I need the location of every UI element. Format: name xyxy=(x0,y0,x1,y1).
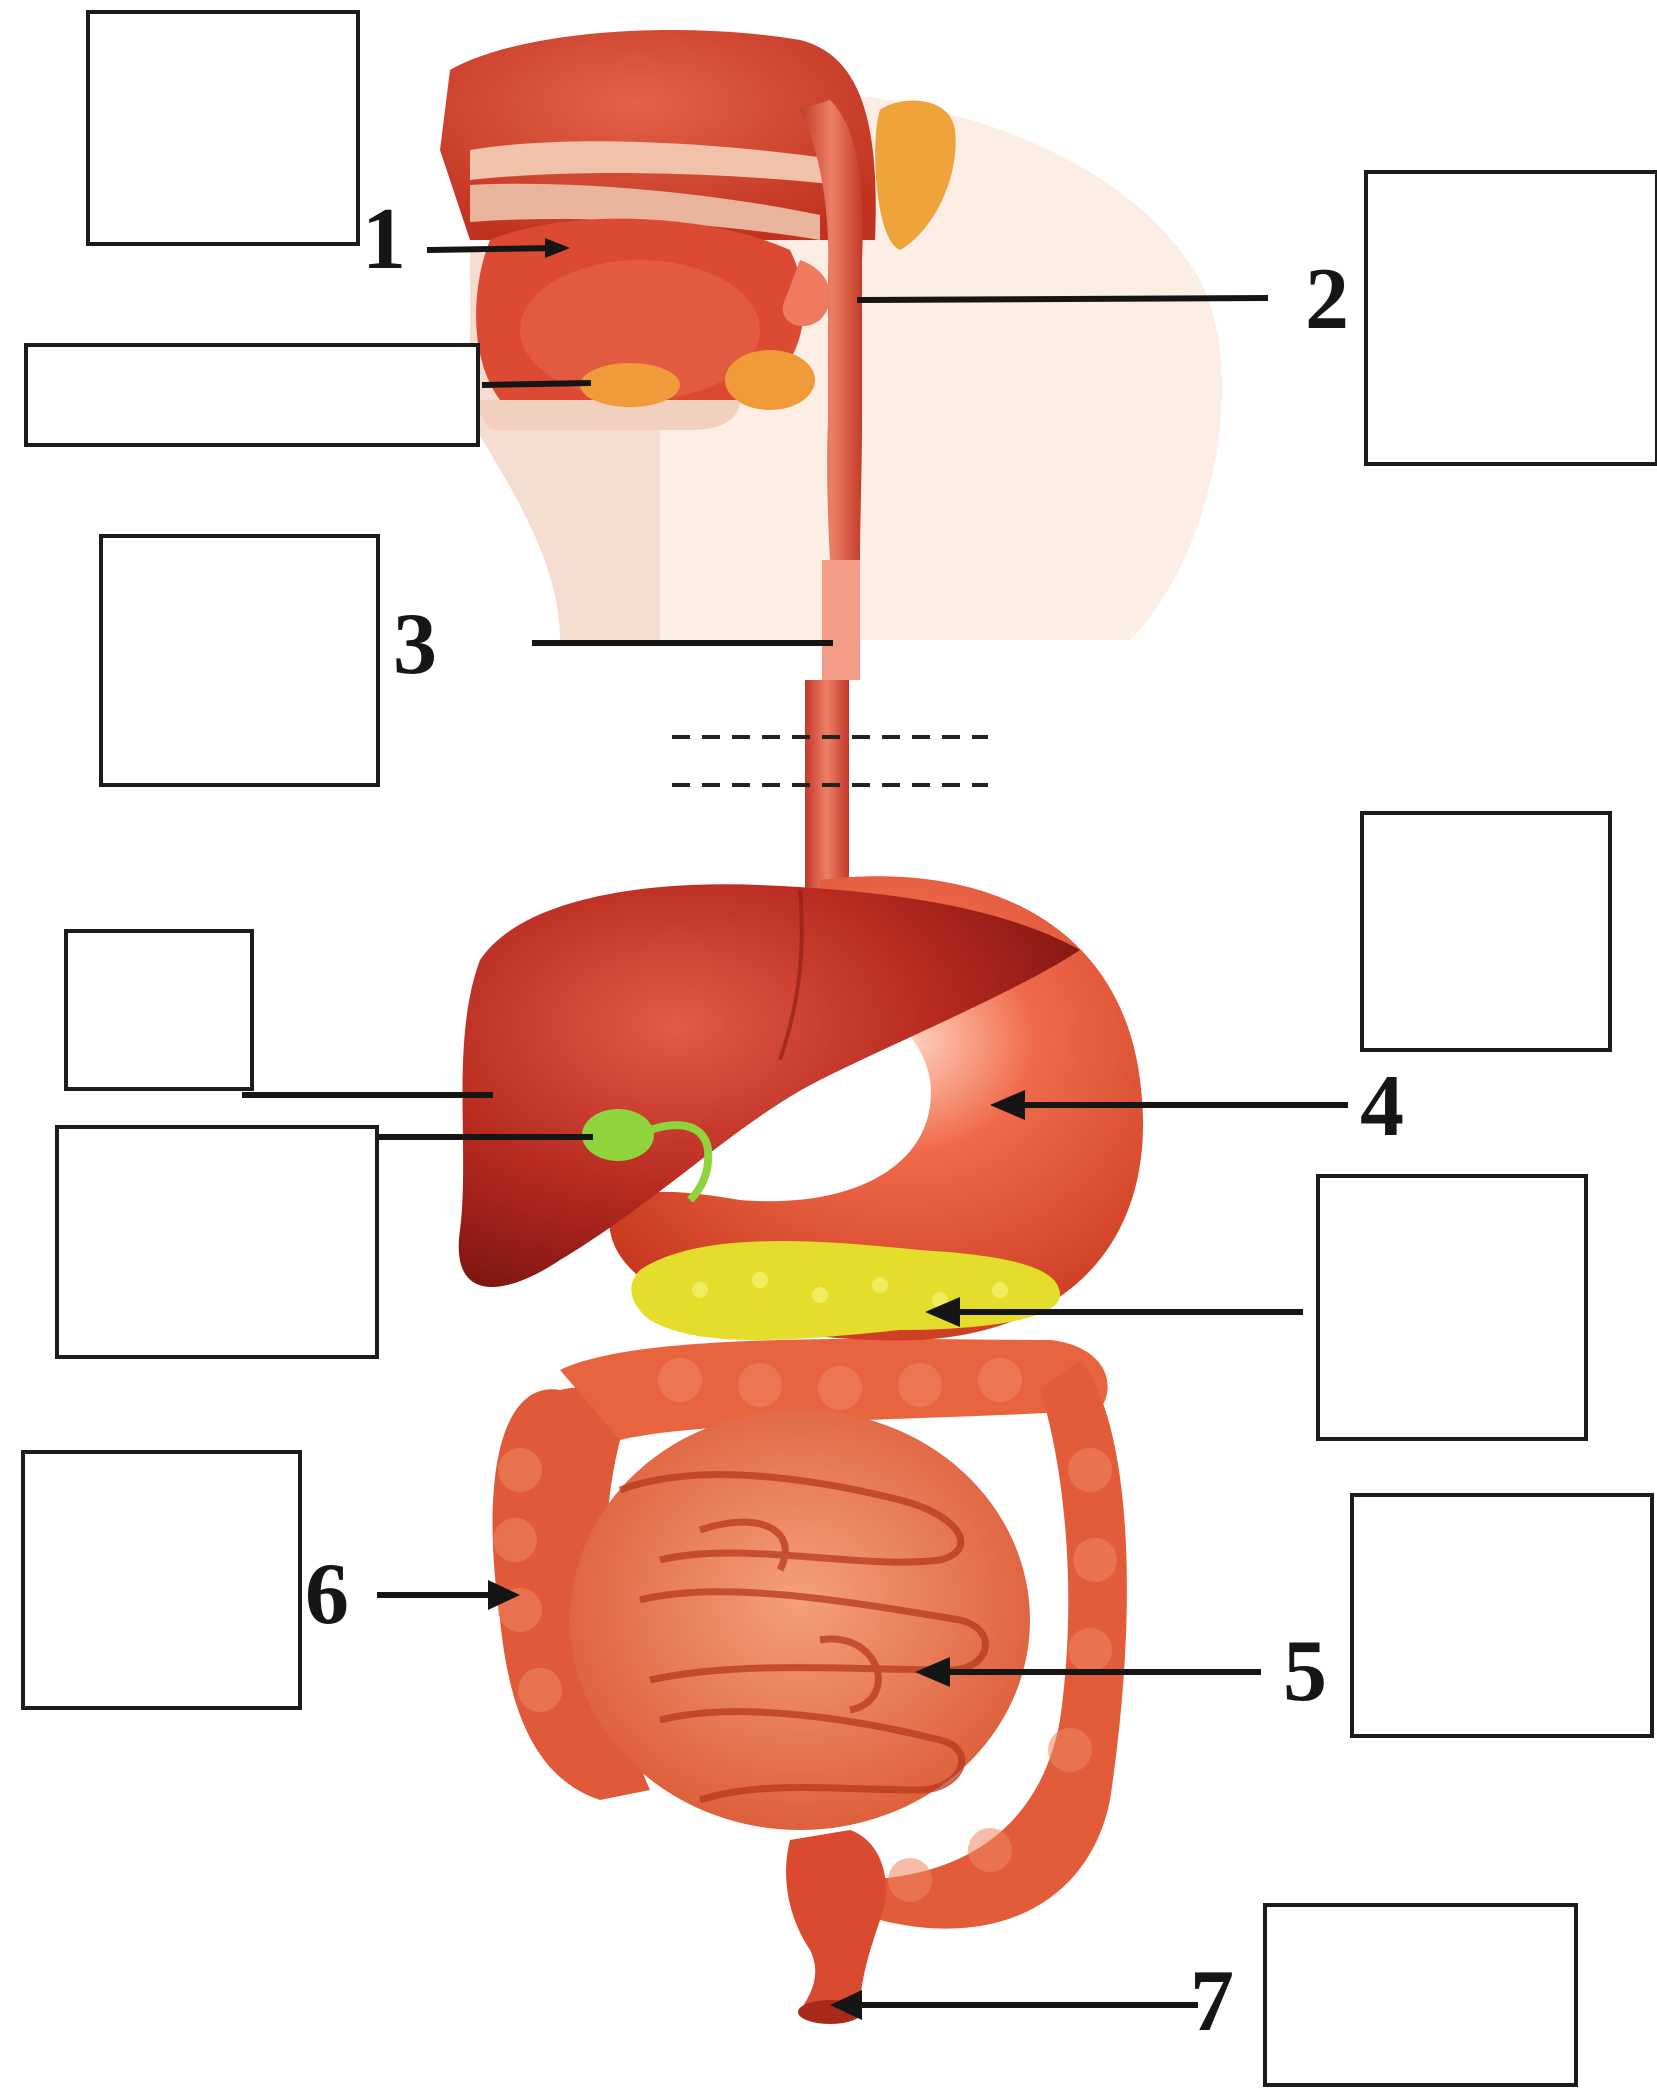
rectum xyxy=(786,1830,886,2024)
label-7: 7 xyxy=(1190,1953,1234,2050)
answer-box-liver[interactable] xyxy=(66,931,252,1089)
label-3: 3 xyxy=(393,596,437,693)
answer-box-top-left[interactable] xyxy=(88,12,358,244)
leader-line-salivary xyxy=(485,383,588,385)
answer-box-gallbladder[interactable] xyxy=(57,1127,377,1357)
answer-box-4[interactable] xyxy=(1362,813,1610,1050)
answer-box-7[interactable] xyxy=(1265,1905,1576,2085)
answer-box-6[interactable] xyxy=(23,1452,300,1708)
label-5: 5 xyxy=(1283,1623,1327,1720)
answer-box-salivary[interactable] xyxy=(26,345,478,445)
label-2: 2 xyxy=(1305,251,1349,348)
label-4: 4 xyxy=(1360,1058,1404,1155)
answer-box-5[interactable] xyxy=(1352,1495,1652,1736)
answer-box-pancreas[interactable] xyxy=(1318,1176,1586,1439)
small-intestine xyxy=(570,1410,1030,1830)
answer-box-3[interactable] xyxy=(101,536,378,785)
leader-line-1 xyxy=(430,248,555,250)
oral-cavity xyxy=(440,30,876,430)
label-6: 6 xyxy=(305,1546,349,1643)
answer-box-2[interactable] xyxy=(1366,172,1657,464)
label-1: 1 xyxy=(362,191,406,288)
leader-line-2 xyxy=(860,298,1265,300)
